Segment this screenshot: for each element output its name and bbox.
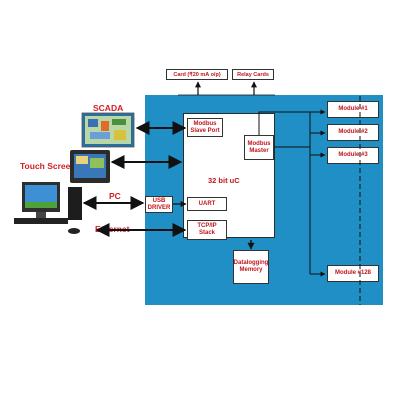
cpu-label: 32 bit uC: [208, 176, 240, 185]
touch-screen-label: Touch Screen: [20, 161, 76, 171]
analog-output-card-box: Card (₹20 mA o/p): [166, 69, 228, 80]
modbus-master-block: Modbus Master: [244, 135, 274, 160]
modbus-slave-port-block: Modbus Slave Port: [187, 118, 223, 137]
scada-screen-icon: [81, 112, 135, 148]
usb-driver-block: USB DRIVER: [145, 196, 173, 213]
desktop-pc-icon: [14, 182, 82, 234]
relay-cards-box: Relay Cards: [232, 69, 274, 80]
module-box: Module #1: [327, 101, 379, 118]
scada-label: SCADA: [93, 103, 124, 113]
touch-panel-icon: [70, 150, 110, 183]
tcpip-stack-block: TCP/IP Stack: [187, 220, 227, 240]
cpu-block: [183, 113, 275, 238]
module-box: Module #3: [327, 147, 379, 164]
module-box: Module #128: [327, 265, 379, 282]
module-box: Module #2: [327, 124, 379, 141]
datalogging-memory-block: Datalogging Memory: [233, 250, 269, 284]
uart-block: UART: [187, 197, 227, 211]
